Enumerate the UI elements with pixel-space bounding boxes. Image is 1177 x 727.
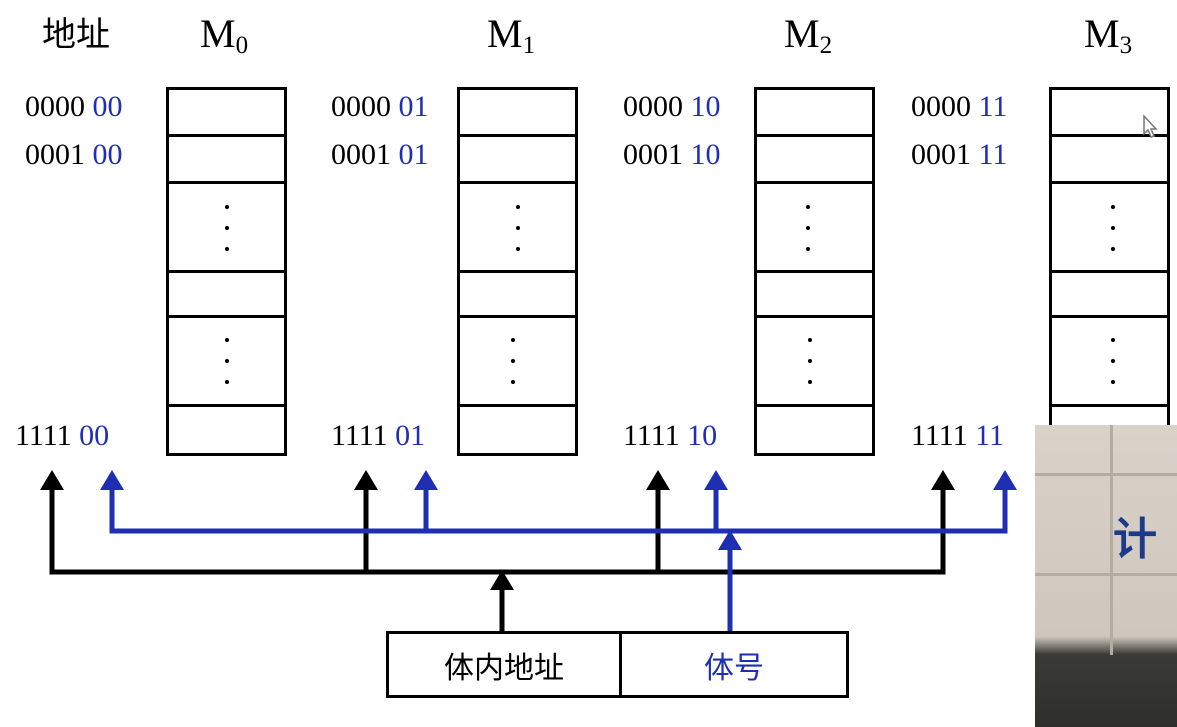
- vertical-ellipsis: [225, 338, 231, 384]
- webcam-overlay: 计: [1035, 425, 1177, 727]
- address-label: 0001 00: [25, 138, 123, 171]
- memory-cell: [457, 404, 578, 456]
- bank-number-arrowheads: [100, 470, 1017, 550]
- in-bank-address-field: 体内地址: [386, 631, 622, 698]
- arrow-up-icon: [718, 530, 742, 550]
- address-label: 0000 10: [623, 90, 721, 123]
- vertical-ellipsis: [516, 205, 522, 251]
- bank-number-field: 体号: [619, 631, 849, 698]
- address-label: 1111 10: [623, 419, 718, 452]
- module-title-m3: M3: [1084, 11, 1133, 59]
- arrow-up-icon: [993, 470, 1017, 490]
- memory-cell: [754, 87, 875, 137]
- memory-cell: [754, 404, 875, 456]
- module-title-m0: M0: [200, 11, 249, 59]
- memory-cell: [754, 134, 875, 184]
- address-label: 0000 11: [911, 90, 1008, 123]
- vertical-ellipsis: [1111, 338, 1117, 384]
- address-label: 1111 00: [15, 419, 110, 452]
- address-label: 0001 10: [623, 138, 721, 171]
- vertical-ellipsis: [808, 338, 814, 384]
- arrow-up-icon: [490, 570, 514, 590]
- memory-cell: [166, 134, 287, 184]
- arrow-up-icon: [704, 470, 728, 490]
- address-column-title: 地址: [42, 15, 110, 55]
- address-label: 0001 01: [331, 138, 429, 171]
- address-label: 1111 01: [331, 419, 426, 452]
- vertical-ellipsis: [1111, 205, 1117, 251]
- vertical-ellipsis: [225, 205, 231, 251]
- address-label: 0000 00: [25, 90, 123, 123]
- video-sign-text: 计: [1113, 514, 1157, 565]
- vertical-ellipsis: [511, 338, 517, 384]
- arrow-up-icon: [414, 470, 438, 490]
- address-label: 0001 11: [911, 138, 1008, 171]
- bank-number-bus: [109, 485, 1008, 634]
- memory-cell-ellipsis: [457, 315, 578, 407]
- mouse-cursor-icon: [1143, 114, 1158, 138]
- arrow-up-icon: [931, 470, 955, 490]
- memory-cell: [166, 404, 287, 456]
- module-title-m1: M1: [487, 11, 536, 59]
- arrow-up-icon: [354, 470, 378, 490]
- arrow-up-icon: [40, 470, 64, 490]
- in-bank-arrowheads: [40, 470, 955, 590]
- arrow-up-icon: [100, 470, 124, 490]
- arrow-up-icon: [646, 470, 670, 490]
- memory-cell: [166, 270, 287, 318]
- module-title-m2: M2: [784, 11, 833, 59]
- address-label: 0000 01: [331, 90, 429, 123]
- in-bank-address-bus: [49, 485, 946, 634]
- address-label: 1111 11: [911, 419, 1005, 452]
- vertical-ellipsis: [806, 205, 812, 251]
- memory-cell: [1049, 270, 1170, 318]
